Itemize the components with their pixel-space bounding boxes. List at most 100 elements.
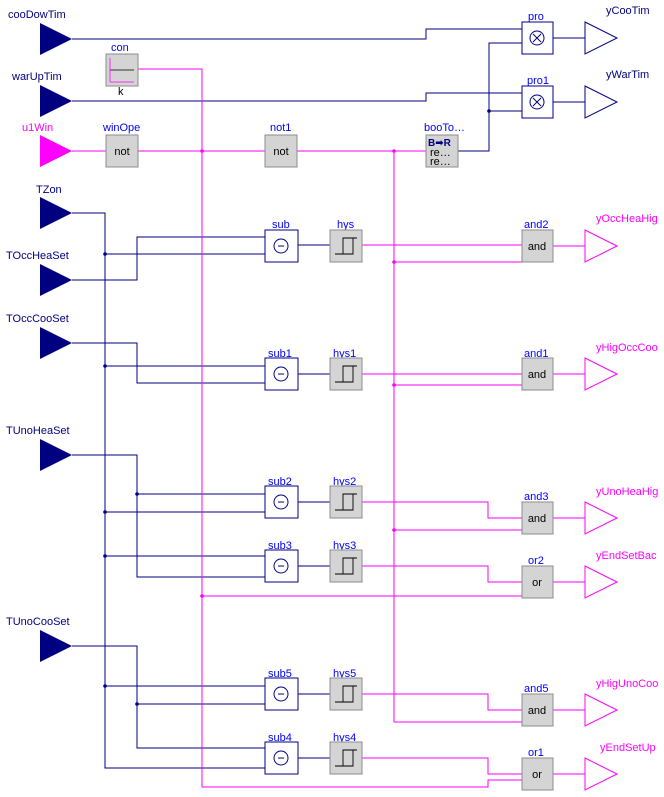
input-TOccHeaSet[interactable]: TOccHeaSet [6, 250, 72, 296]
output-yWarTim[interactable]: yWarTim [584, 69, 649, 119]
output-yOccHeaHig[interactable]: yOccHeaHig [584, 213, 658, 263]
real-input-icon [40, 23, 72, 55]
block-hys5[interactable]: hys5 [329, 668, 363, 711]
block-and5[interactable]: and5 and [521, 683, 554, 727]
real-input-icon [40, 85, 72, 117]
input-cooDowTim[interactable]: cooDowTim [8, 9, 72, 55]
hysteresis-icon [335, 237, 357, 255]
block-name: and5 [524, 683, 548, 695]
block-sub1[interactable]: sub1 [264, 348, 299, 391]
subtract-icon [273, 686, 289, 702]
boolean-input-icon [40, 135, 72, 167]
output-label: yEndSetUp [600, 742, 656, 754]
hysteresis-icon [335, 749, 357, 767]
block-body [521, 501, 554, 535]
input-label: u1Win [22, 122, 53, 134]
block-hys[interactable]: hys [329, 219, 363, 263]
input-warUpTim[interactable]: warUpTim [11, 71, 72, 117]
output-label: yHigOccCoo [596, 342, 658, 354]
block-name: sub1 [268, 348, 292, 360]
block-name: sub [272, 219, 290, 231]
subtract-icon [273, 558, 289, 574]
block-name: pro1 [527, 75, 549, 87]
block-name: sub3 [268, 540, 292, 552]
block-winOpe[interactable]: winOpe not [102, 122, 140, 168]
output-yUnoHeaHig[interactable]: yUnoHeaHig [584, 486, 658, 535]
block-or2[interactable]: or2 or [521, 555, 554, 599]
block-and2[interactable]: and2 and [521, 219, 554, 263]
multiply-icon [529, 94, 545, 110]
block-name: and3 [524, 491, 548, 503]
input-TUnoCooSet[interactable]: TUnoCooSet [6, 616, 72, 662]
block-sub3[interactable]: sub3 [264, 540, 299, 583]
subtract-icon [273, 494, 289, 510]
block-param: k [118, 86, 124, 98]
input-label: TZon [36, 184, 62, 196]
block-sub2[interactable]: sub2 [264, 476, 299, 519]
block-hys1[interactable]: hys1 [329, 348, 363, 391]
boolean-output-icon [584, 229, 619, 263]
block-booTo[interactable]: booTo… B➡R re… re… [424, 122, 465, 168]
block-body [521, 693, 554, 727]
block-name: and2 [524, 219, 548, 231]
output-label: yOccHeaHig [596, 213, 658, 225]
boolean-output-icon [584, 757, 619, 791]
input-u1Win[interactable]: u1Win [22, 122, 72, 167]
block-name: sub2 [268, 476, 292, 488]
output-yEndSetUp[interactable]: yEndSetUp [584, 742, 656, 791]
block-body [425, 134, 459, 168]
multiply-icon [529, 30, 545, 46]
block-or1[interactable]: or1 or [521, 747, 554, 791]
output-label: yUnoHeaHig [596, 486, 658, 498]
block-name: booTo… [424, 122, 465, 134]
block-hys3[interactable]: hys3 [329, 540, 363, 583]
block-text: and [528, 241, 546, 253]
block-body [264, 357, 299, 391]
block-name: hys4 [333, 732, 356, 744]
block-con[interactable]: con k [105, 42, 139, 98]
output-yCooTim[interactable]: yCooTim [584, 5, 650, 55]
block-and1[interactable]: and1 and [521, 348, 554, 391]
subtract-icon [273, 238, 289, 254]
block-name: or2 [528, 555, 544, 567]
input-TZon[interactable]: TZon [36, 184, 72, 229]
block-body [329, 677, 363, 711]
block-name: sub4 [268, 732, 292, 744]
block-body [521, 565, 554, 599]
block-text: or [532, 769, 542, 781]
boolean-output-icon [584, 565, 619, 599]
block-sub[interactable]: sub [264, 219, 299, 263]
real-input-icon [40, 630, 72, 662]
output-label: yWarTim [606, 69, 649, 81]
block-pro1[interactable]: pro1 [521, 75, 554, 119]
block-sub4[interactable]: sub4 [264, 732, 299, 775]
constant-icon [109, 58, 134, 83]
block-hys4[interactable]: hys4 [329, 732, 363, 775]
block-text: and [528, 369, 546, 381]
block-name: hys [337, 219, 355, 231]
output-label: yCooTim [606, 5, 650, 17]
output-yHigOccCoo[interactable]: yHigOccCoo [584, 342, 658, 391]
block-hys2[interactable]: hys2 [329, 476, 363, 519]
block-name: not1 [270, 122, 291, 134]
subtract-icon [273, 366, 289, 382]
block-body [521, 229, 554, 263]
block-not1[interactable]: not1 not [264, 122, 298, 168]
block-pro[interactable]: pro [521, 11, 554, 55]
real-input-icon [40, 264, 72, 296]
real-input-icon [40, 197, 72, 229]
input-TOccCooSet[interactable]: TOccCooSet [6, 313, 72, 359]
block-body [264, 134, 298, 168]
block-sub5[interactable]: sub5 [264, 668, 299, 711]
output-yHigUnoCoo[interactable]: yHigUnoCoo [584, 678, 658, 727]
block-name: sub5 [268, 668, 292, 680]
bool-to-real-icon: B➡R [428, 138, 452, 149]
block-name: or1 [528, 747, 544, 759]
input-label: TUnoHeaSet [6, 425, 70, 437]
input-TUnoHeaSet[interactable]: TUnoHeaSet [6, 425, 72, 471]
input-label: warUpTim [11, 71, 62, 83]
block-text: and [528, 513, 546, 525]
block-and3[interactable]: and3 and [521, 491, 554, 535]
output-yEndSetBac[interactable]: yEndSetBac [584, 550, 657, 599]
block-body [329, 549, 363, 583]
